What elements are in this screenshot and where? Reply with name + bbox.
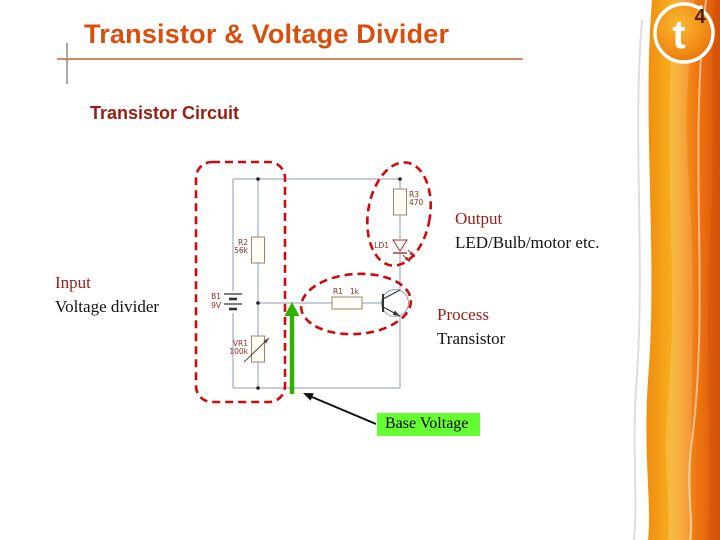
junction-dots — [256, 177, 402, 390]
battery-b1 — [224, 293, 242, 311]
input-annotation: Input Voltage divider — [55, 271, 159, 319]
input-heading: Input — [55, 273, 91, 292]
swoosh-white-line — [688, 0, 707, 540]
swoosh-band — [646, 0, 720, 540]
input-highlight — [194, 160, 287, 404]
circuit-diagram: R2 56k B1 9V VR1 100k R3 470 LD1 R1 1k — [211, 177, 424, 390]
r2-value: 56k — [234, 246, 249, 255]
potentiometer-vr1-wiper — [243, 337, 270, 363]
swoosh-gray-curve — [633, 19, 643, 540]
r1-label: R1 — [333, 287, 343, 296]
transistor-q1 — [381, 289, 409, 317]
vr1-label: VR1 — [233, 339, 248, 348]
slide-subtitle: Transistor Circuit — [90, 103, 240, 123]
output-annotation: Output LED/Bulb/motor etc. — [455, 207, 599, 255]
ld1-label: LD1 — [374, 241, 389, 250]
process-detail: Transistor — [437, 329, 506, 348]
callout-highlights — [194, 160, 432, 404]
vr1-value: 100k — [229, 347, 248, 356]
input-detail: Voltage divider — [55, 297, 160, 316]
component-labels: R2 56k B1 9V VR1 100k R3 470 LD1 R1 1k — [211, 190, 423, 356]
b1-label: B1 — [211, 292, 221, 301]
logo-circle — [653, 2, 715, 64]
b1-value: 9V — [211, 301, 222, 310]
circuit-wires — [232, 178, 401, 389]
r2-label: R2 — [238, 238, 248, 247]
resistor-r1-body — [331, 296, 363, 310]
r3-label: R3 — [409, 190, 419, 199]
process-annotation: Process Transistor — [437, 303, 505, 351]
title-tick-line — [66, 43, 68, 84]
base-voltage-pointer-arrow — [303, 393, 377, 425]
title-underline — [57, 58, 523, 60]
logo-letter: t — [672, 13, 685, 57]
page-title: Transistor & Voltage Divider — [84, 19, 450, 49]
logo-dot — [699, 5, 703, 9]
swoosh-dark-edge — [708, 0, 720, 540]
logo-number: 4 — [694, 6, 706, 28]
side-swoosh — [633, 0, 720, 540]
base-voltage-label: Base Voltage — [377, 413, 481, 436]
output-detail: LED/Bulb/motor etc. — [455, 233, 600, 252]
process-highlight — [299, 272, 413, 336]
output-heading: Output — [455, 209, 503, 228]
brand-logo: t 4 — [653, 2, 715, 64]
swoosh-light-band — [665, 0, 694, 540]
process-heading: Process — [437, 305, 489, 324]
r3-value: 470 — [409, 198, 424, 207]
green-up-arrow — [284, 302, 300, 394]
resistor-r2-body — [251, 236, 265, 264]
r1-value: 1k — [350, 287, 360, 296]
resistor-r3-body — [393, 188, 407, 216]
output-highlight — [366, 161, 432, 267]
